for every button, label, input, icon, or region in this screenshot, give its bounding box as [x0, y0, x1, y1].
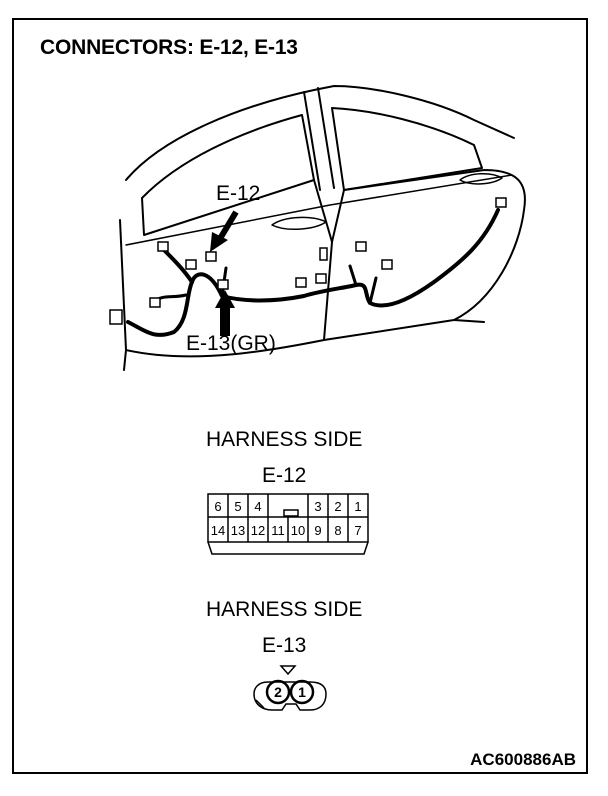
e12-harness-side-heading: HARNESS SIDE: [206, 428, 363, 451]
diagram-title: CONNECTORS: E-12, E-13: [40, 36, 298, 59]
connector-shape: [217, 279, 229, 290]
connector-shape: [205, 251, 217, 262]
connector-shape: [157, 241, 169, 252]
pin-label: 5: [234, 499, 241, 514]
connector-shape: [315, 273, 327, 284]
rear-door-outline: [323, 169, 526, 341]
connector-shape: [495, 197, 507, 208]
pin-label: 3: [314, 499, 321, 514]
front-door-handle: [271, 216, 327, 230]
front-door-outline: [119, 179, 333, 358]
pin-label: 1: [354, 499, 361, 514]
connector-shape: [355, 241, 367, 252]
e13-connector-face: [253, 665, 327, 711]
pin-label: 6: [214, 499, 221, 514]
pin-label: 8: [334, 523, 341, 538]
e13-callout-label: E-13(GR): [186, 332, 276, 355]
pin-label: 12: [251, 523, 265, 538]
e13-pointer-arrow: [215, 290, 235, 336]
pin-label: 9: [314, 523, 321, 538]
pin-label: 1: [298, 684, 306, 700]
belt-line: [125, 174, 513, 246]
connector-shape: [149, 297, 161, 308]
e13-connector-name: E-13: [262, 634, 307, 657]
pin-label: 14: [211, 523, 225, 538]
connector-shape: [185, 259, 197, 270]
rear-door-handle: [459, 173, 503, 185]
connector-shape: [381, 259, 393, 270]
wiring-harness: [126, 208, 500, 337]
window-frame-front: [141, 114, 315, 236]
pin-label: 2: [334, 499, 341, 514]
figure-code: AC600886AB: [470, 750, 576, 769]
pin-label: 7: [354, 523, 361, 538]
pin-label: 13: [231, 523, 245, 538]
car-door-illustration: 6 5 4 3 2 1 14 13 12 11 10 9 8 7 2 1: [109, 85, 526, 711]
e12-connector-name: E-12: [262, 464, 307, 487]
window-frame-rear: [331, 107, 483, 191]
e13-harness-side-heading: HARNESS SIDE: [206, 598, 363, 621]
pin-label: 2: [274, 684, 282, 700]
diagram-frame: CONNECTORS: E-12, E-13: [12, 18, 588, 774]
b-pillar: [303, 87, 335, 191]
pin-label: 4: [254, 499, 261, 514]
connector-shape: [319, 247, 328, 261]
e12-pointer-arrow: [210, 210, 239, 252]
pin-label: 11: [271, 523, 285, 538]
connector-shape: [295, 277, 307, 288]
e13-pin-labels: 2 1: [274, 684, 306, 700]
roof-outline: [125, 85, 515, 181]
pin-label: 10: [291, 523, 305, 538]
e12-pin-labels: 6 5 4 3 2 1 14 13 12 11 10 9 8 7: [211, 499, 362, 538]
connector-shape: [109, 309, 123, 325]
e12-connector-face: [207, 493, 369, 555]
harness-connectors: [109, 197, 507, 325]
e12-callout-label: E-12: [216, 182, 261, 205]
body-lower-line: [123, 319, 485, 371]
